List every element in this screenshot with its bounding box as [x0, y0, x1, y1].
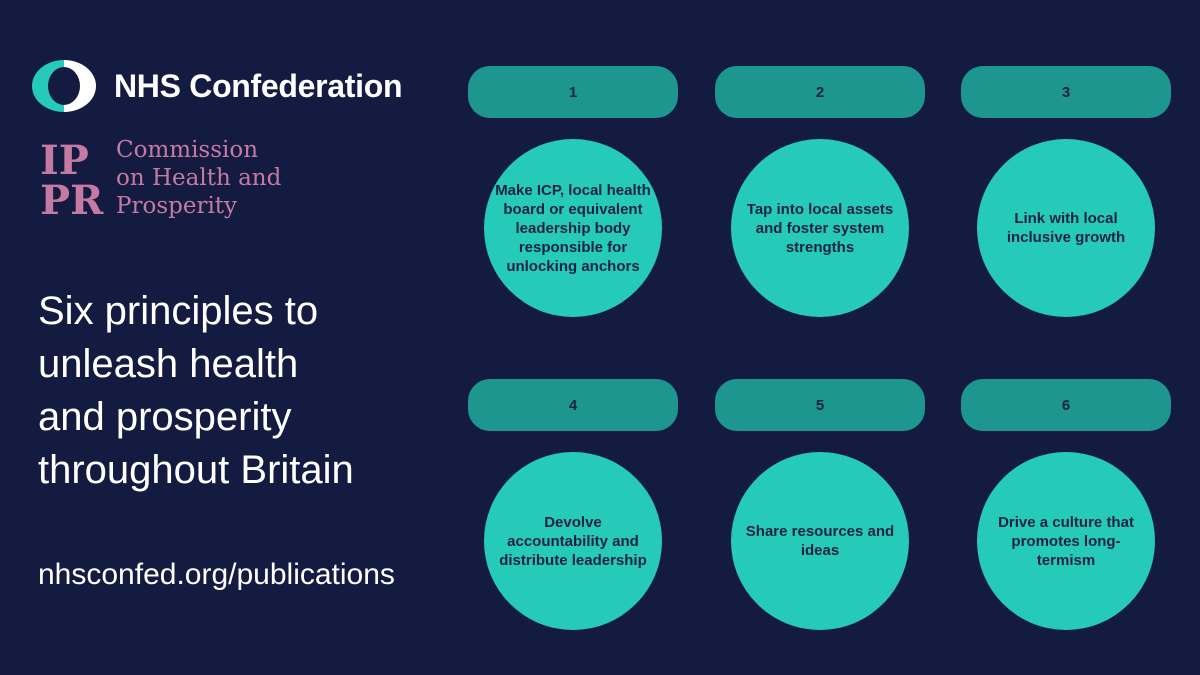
commission-line: Prosperity — [116, 193, 238, 219]
principle-number: 6 — [961, 379, 1171, 431]
principle-card-5: 5 Share resources and ideas — [715, 379, 925, 630]
principle-text: Make ICP, local health board or equivale… — [484, 139, 662, 317]
principle-card-3: 3 Link with local inclusive growth — [961, 66, 1171, 317]
principle-number: 3 — [961, 66, 1171, 118]
principle-number: 4 — [468, 379, 678, 431]
headline-line: throughout Britain — [38, 448, 354, 492]
nhs-confederation-name: NHS Confederation — [114, 67, 403, 104]
commission-name: Commission on Health and Prosperity — [116, 136, 281, 220]
nhs-confederation-logo-icon — [32, 60, 96, 112]
principle-card-6: 6 Drive a culture that promotes long-ter… — [961, 379, 1171, 630]
ippr-mark-bottom: PR — [40, 177, 104, 218]
headline-line: and prosperity — [38, 395, 292, 439]
principle-number: 5 — [715, 379, 925, 431]
ippr-commission-logo: IP PR Commission on Health and Prosperit… — [38, 136, 281, 220]
page-headline: Six principles to unleash health and pro… — [38, 285, 354, 497]
principle-number: 1 — [468, 66, 678, 118]
principle-number: 2 — [715, 66, 925, 118]
commission-line: Commission — [116, 137, 259, 163]
headline-line: unleash health — [38, 342, 299, 386]
principle-card-2: 2 Tap into local assets and foster syste… — [715, 66, 925, 317]
principle-card-4: 4 Devolve accountability and distribute … — [468, 379, 678, 630]
principle-text: Link with local inclusive growth — [977, 139, 1155, 317]
principle-text: Devolve accountability and distribute le… — [484, 452, 662, 630]
principle-text: Tap into local assets and foster system … — [731, 139, 909, 317]
principle-card-1: 1 Make ICP, local health board or equiva… — [468, 66, 678, 317]
commission-line: on Health and — [116, 165, 282, 191]
publications-url: nhsconfed.org/publications — [38, 558, 395, 591]
ippr-monogram-icon: IP PR — [40, 138, 104, 218]
ippr-mark-top: IP — [40, 138, 89, 184]
nhs-confederation-logo: NHS Confederation — [30, 58, 403, 114]
principle-text: Drive a culture that promotes long-termi… — [977, 452, 1155, 630]
headline-line: Six principles to — [38, 289, 319, 333]
principle-text: Share resources and ideas — [731, 452, 909, 630]
